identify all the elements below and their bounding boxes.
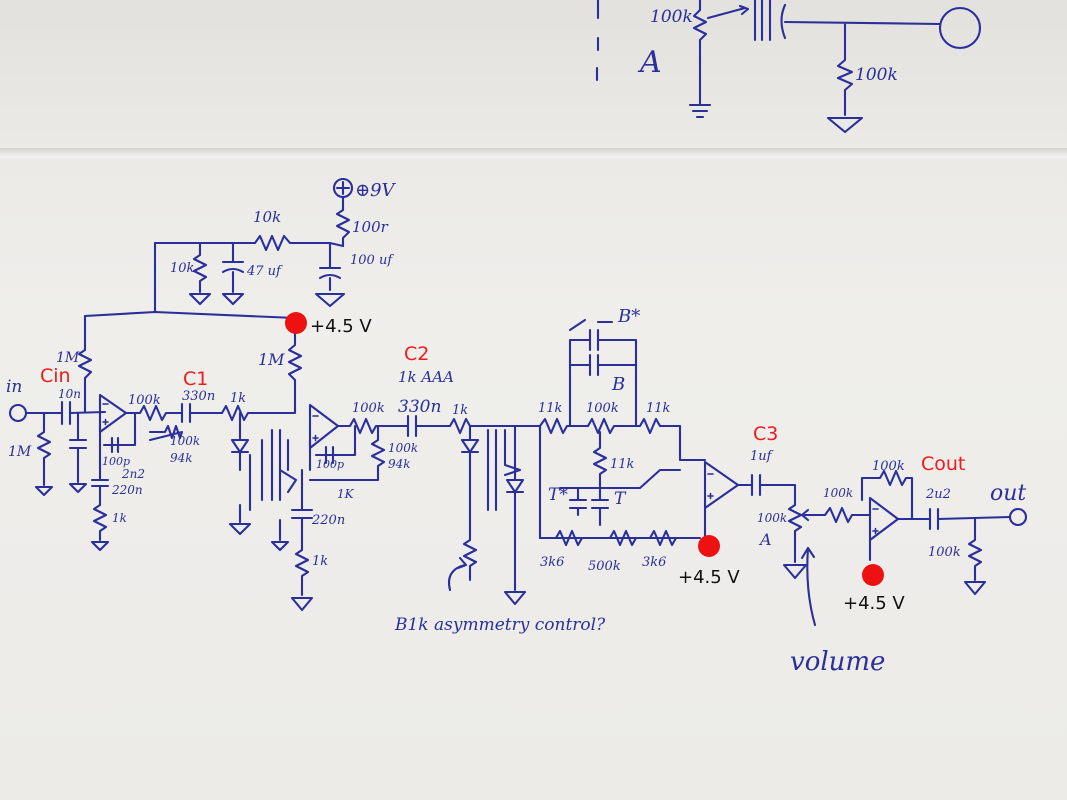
output-section: 100k 2u2 100k out (860, 459, 1028, 596)
output-label: out (990, 481, 1026, 506)
top-pot-label: 100k (650, 7, 693, 27)
tone-t2-label: T (614, 489, 627, 509)
s2-top-label: 1k AAA (398, 368, 454, 386)
tone-r2-label: 11k (646, 401, 671, 416)
s2-cap-label: 330n (398, 397, 441, 417)
div-cap-label: 47 uf (246, 264, 283, 279)
out-fb-label: 100k (872, 459, 905, 474)
s1-cap2-label: 2n2 (121, 467, 145, 481)
tone-cap-label: B (611, 374, 625, 395)
tone-r4-label: 3k6 (642, 555, 666, 570)
tone-r3-label: 3k6 (540, 555, 564, 570)
div-bottom-r-label: 10k (170, 261, 195, 276)
s2-r4-label: 1K (337, 487, 355, 501)
tone-pot-label: 100k (586, 401, 619, 416)
s1-r-label: 100k (128, 393, 161, 408)
bias-rail (83, 310, 303, 414)
cin-annotation: Cin (40, 365, 71, 387)
cout-annotation: Cout (921, 453, 965, 475)
in-bottom-r-label: 1M (8, 444, 32, 460)
out-load-label: 100k (928, 545, 961, 560)
s2-r2-label: 1k (452, 403, 468, 418)
notebook-fold (0, 148, 1067, 158)
supply-label: ⊕9V (355, 180, 397, 201)
bias-voltage-label-1: +4.5 V (310, 316, 372, 337)
c3-annotation: C3 (753, 423, 778, 445)
input-label: in (6, 377, 22, 397)
vol-pot-label: 100k (757, 511, 787, 525)
stage1-section: 100k 330n 1k 100p 100k 94k 2n2 220n 1k (90, 389, 298, 552)
top-r-label: 100k (855, 65, 898, 85)
in-cap-label: 10n (58, 387, 81, 401)
bias-node-dot-2 (698, 535, 720, 557)
tone-section: 11k 100k 11k B* B 11k T* T 3k6 500k 3k6 (478, 306, 707, 574)
supply-r-label: 100r (352, 218, 389, 236)
bias-voltage-label-2: +4.5 V (678, 567, 740, 588)
notebook-top-page (0, 0, 1067, 155)
s1-r3-label: 94k (170, 451, 193, 465)
bias-node-dot-3 (862, 564, 884, 586)
bias-r-label: 1M (258, 350, 285, 369)
s1-cap-label: 330n (182, 389, 215, 404)
out-r-label: 100k (823, 486, 853, 500)
s2-cap3-label: 220n (311, 513, 345, 528)
input-section: in 1M 10n 1M (6, 314, 107, 497)
tone-pot2-label: 500k (588, 559, 621, 574)
s1-cap3-label: 220n (111, 483, 143, 497)
bias-voltage-label-3: +4.5 V (843, 593, 905, 614)
s2-r-label: 100k (352, 401, 385, 416)
tone-mid-r-label: 11k (610, 457, 635, 472)
c2-annotation: C2 (404, 343, 429, 365)
asym-note: B1k asymmetry control? (394, 615, 606, 635)
vol-taper-label: A (758, 530, 772, 549)
c3-val-label: 1uf (750, 449, 774, 464)
s1-fb-cap-label: 100p (102, 455, 130, 468)
tone-t1-label: T* (548, 485, 568, 505)
tone-r1-label: 11k (538, 401, 563, 416)
top-partial-circuit: 100k A 100k (595, 0, 982, 134)
supply-cap-label: 100 uf (350, 253, 394, 268)
buffer-volume-section: 1uf 100k A 100k volume (703, 449, 885, 677)
volume-note: volume (790, 647, 885, 677)
s2-r3-label: 94k (388, 457, 411, 471)
s2-fb-cap-label: 100p (316, 458, 344, 471)
s1-r4-label: 1k (112, 511, 127, 525)
s1-r2-label: 1k (230, 391, 246, 406)
tone-switch-label: B* (617, 306, 640, 327)
s2-r5-label: 1k (312, 554, 328, 569)
bias-node-dot-1 (285, 312, 307, 334)
in-r-label: 1M (56, 350, 80, 366)
red-annotations: Cin C1 C2 C3 Cout +4.5 V +4.5 V +4.5 V (40, 312, 965, 614)
s1-pot-label: 100k (170, 434, 200, 448)
stage2-section: 100k 330n 1k 1k AAA 100p 100k 94k 1K 220… (290, 368, 482, 612)
asymmetry-section: B1k asymmetry control? (394, 424, 606, 635)
c1-annotation: C1 (183, 368, 208, 390)
div-top-r-label: 10k (253, 208, 281, 226)
s2-pot-label: 100k (388, 441, 418, 455)
out-cap-label: 2u2 (925, 487, 951, 502)
power-supply-section: ⊕9V 100r 10k 100 uf 10k 47 uf (153, 177, 397, 314)
top-taper-label: A (637, 45, 662, 80)
